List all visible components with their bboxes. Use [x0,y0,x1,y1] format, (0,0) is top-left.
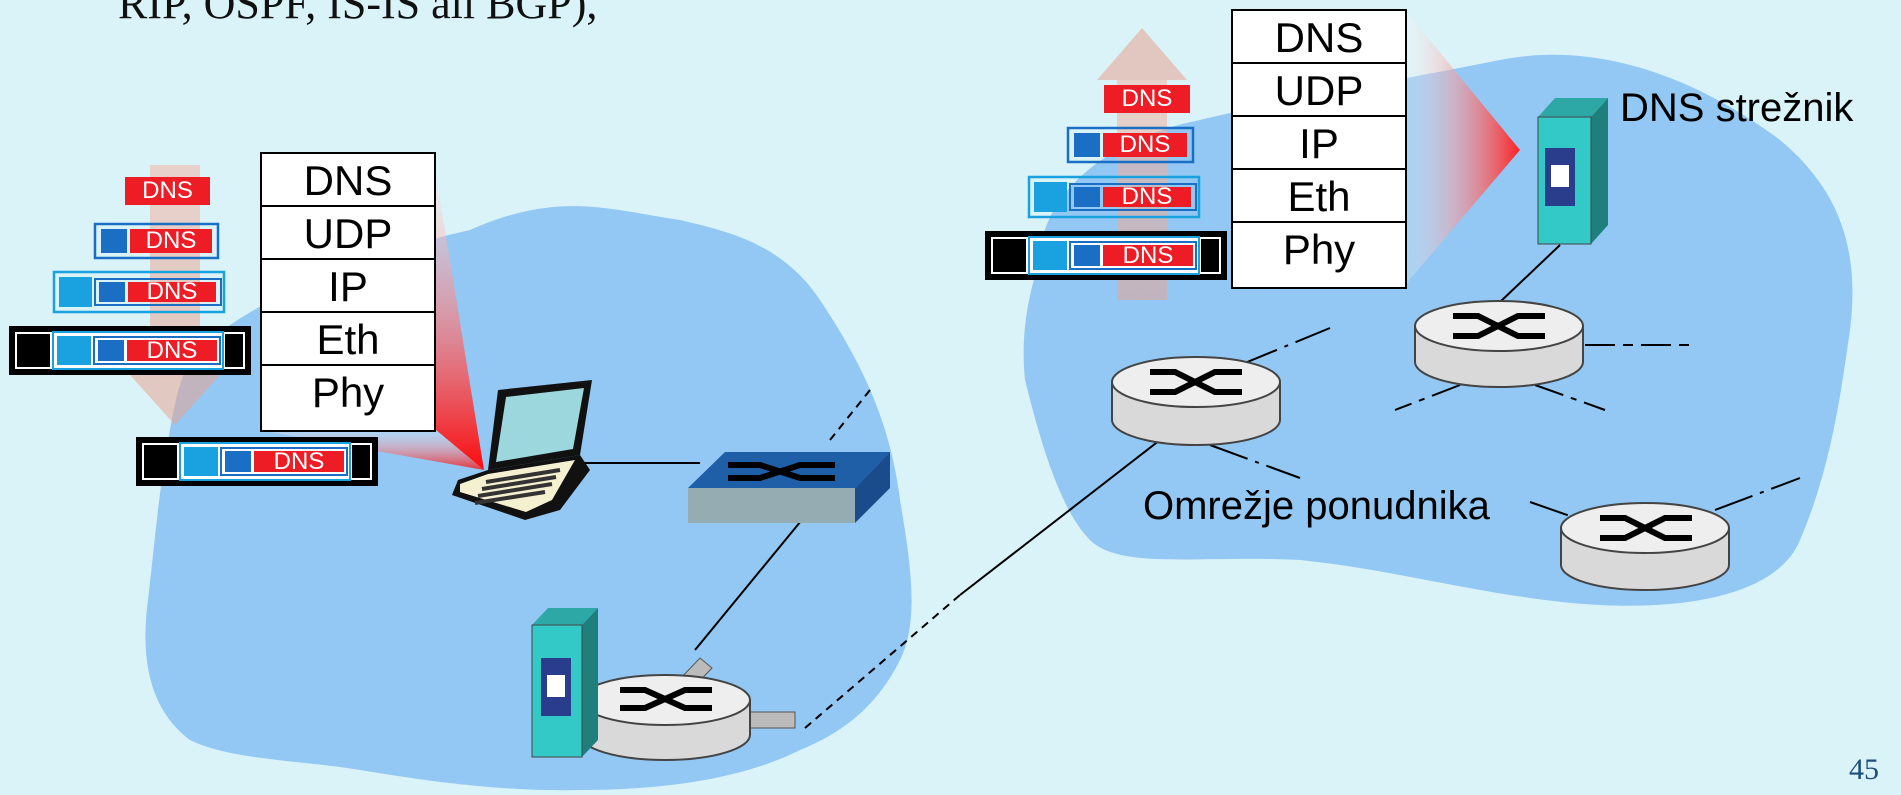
dns-server-icon[interactable] [1537,98,1608,245]
stack-layer-ip: IP [1233,117,1405,170]
server-protocol-stack: DNS UDP IP Eth Phy [1231,9,1407,289]
left-stack-beam [432,150,484,470]
right-stack-beam [1405,10,1520,285]
left-dns-packet-app [125,177,210,205]
router2-se-link [1534,384,1606,411]
provider-router-2-icon[interactable] [1414,300,1584,388]
provider-network-label: Omrežje ponudnika [1143,484,1490,528]
right-dns-packet-udp [1066,126,1195,164]
stack-layer-dns: DNS [262,154,434,207]
header-partial-text: RIP, OSPF, IS-IS ali BGP), [118,0,598,28]
right-dns-frame-eth [985,231,1227,280]
right-dns-packet-app [1104,85,1190,113]
stack-layer-udp: UDP [1233,64,1405,117]
left-dns-frame-eth [9,326,251,375]
provider-router-link [1239,327,1331,366]
client-protocol-stack: DNS UDP IP Eth Phy [260,152,436,432]
router3-east-link [1714,477,1801,511]
router-wan-dashed [804,594,961,729]
stack-layer-eth: Eth [1233,170,1405,223]
stack-layer-dns: DNS [1233,11,1405,64]
right-dns-packet-ip [1027,175,1201,219]
page-number: 45 [1849,753,1879,786]
stack-layer-udp: UDP [262,207,434,260]
stack-layer-eth: Eth [262,313,434,366]
left-dns-frame-wire [136,437,378,486]
wan-provider-link [959,439,1161,596]
left-dns-packet-ip [52,270,226,314]
router3-west-link [1529,501,1591,524]
switch-icon[interactable] [688,452,890,523]
router1-se-link [1209,444,1301,479]
laptop-icon[interactable] [452,380,592,520]
switch-router-link [694,509,811,651]
stack-layer-phy: Phy [1282,226,1356,273]
provider-router-3-icon[interactable] [1560,502,1730,591]
router2-sw-link [1394,384,1461,411]
provider-router-1-icon[interactable] [1111,356,1281,446]
edge-router-icon[interactable] [579,657,796,761]
dns-server-label: DNS strežnik [1620,86,1854,130]
left-dns-packet-udp [93,222,220,260]
switch-uplink-dashed [829,389,871,441]
server-router-link [1499,244,1561,303]
stack-layer-phy: Phy [311,369,385,416]
edge-server-icon[interactable] [531,608,598,758]
stack-layer-ip: IP [262,260,434,313]
